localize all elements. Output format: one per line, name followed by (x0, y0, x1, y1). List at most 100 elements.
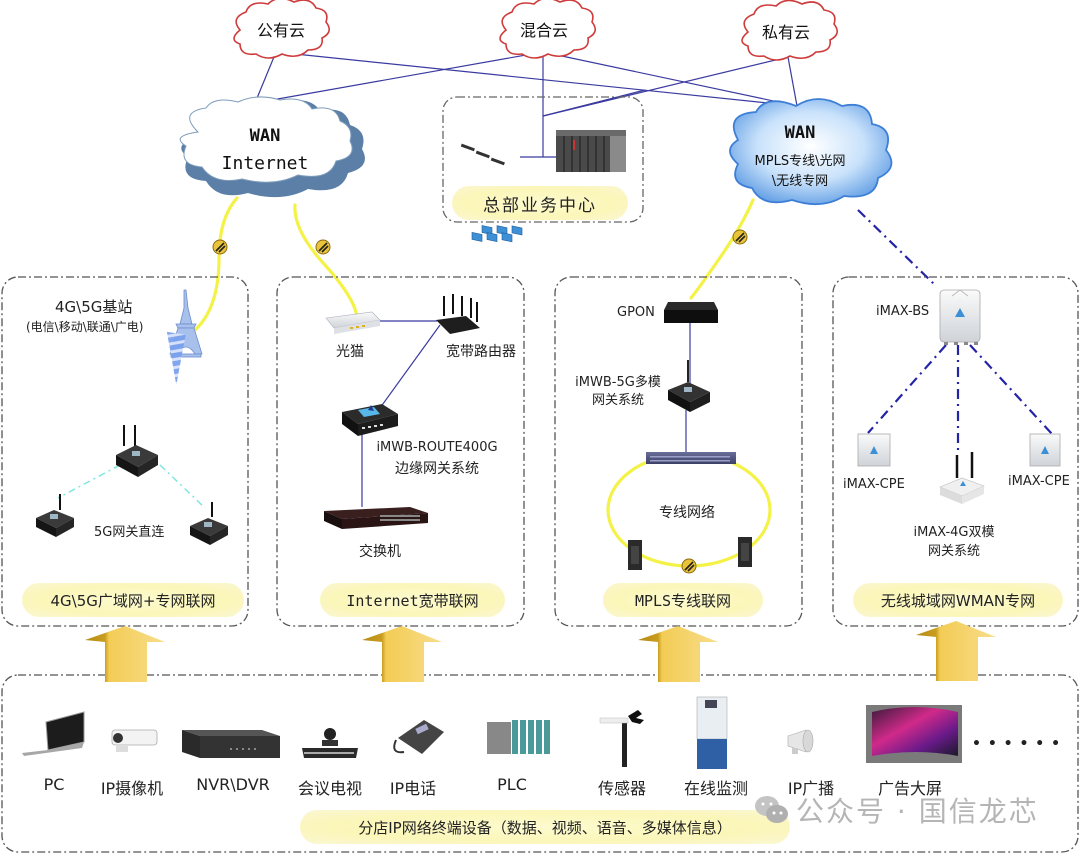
cloud-hybrid (499, 0, 596, 59)
device-label-ip-phone: IP电话 (389, 779, 437, 798)
sensor-icon (599, 710, 644, 767)
mpls-links (685, 318, 691, 452)
fiber-connector-icon (315, 239, 331, 255)
optical-modem-icon (325, 311, 381, 334)
panel-title-broadband: Internet宽带联网 (320, 583, 505, 617)
ip-speaker-icon (787, 729, 814, 754)
wan-internet-line2: Internet (221, 153, 309, 174)
cloud-label-private: 私有云 (761, 23, 811, 42)
cloud-links (254, 51, 798, 158)
broadband-links (361, 320, 441, 507)
edge-gateway-icon (342, 404, 398, 436)
5g-direct-label: 5G网关直连 (94, 525, 165, 540)
up-arrow-icon (362, 626, 442, 682)
device-label-nvr: NVR\DVR (196, 775, 270, 794)
wan-mpls-line3: \无线专网 (771, 174, 829, 189)
hq-title: 总部业务中心 (452, 186, 628, 220)
industrial-switch-left-icon (628, 540, 642, 570)
link-private-wan-mpls (787, 56, 798, 107)
panel-border-devices (1, 674, 1079, 853)
online-monitor-cabinet-icon (696, 696, 728, 769)
multimode-gateway-label-line2: 网关系统 (591, 393, 645, 408)
imax-bs-label: iMAX-BS (876, 304, 930, 319)
wireless-mpls-bs (857, 209, 936, 286)
5g-gateway-main-icon (116, 425, 158, 477)
hq-panel-border (442, 96, 644, 223)
broadband-router-icon (436, 294, 480, 334)
wan-mpls-line2: MPLS专线\光网 (754, 154, 846, 169)
cloud-label-public: 公有云 (256, 21, 306, 40)
device-label-online-monitor: 在线监测 (683, 779, 749, 798)
workstations-icon (460, 143, 523, 243)
panel-border-cellular (1, 276, 249, 627)
device-label-ad-screen: 广告大屏 (877, 779, 943, 798)
carriers-label: (电信\移动\联通\广电) (26, 320, 144, 334)
link-hybrid-wan-internet (254, 51, 544, 104)
switch-label: 交换机 (359, 544, 401, 560)
ip-phone-icon (393, 720, 444, 754)
base-station-label: 4G\5G基站 (55, 298, 133, 316)
fiber-connector-icon (732, 229, 748, 245)
cloud-label-hybrid: 混合云 (519, 21, 569, 40)
link-public-wan-internet (254, 51, 277, 104)
imax-cpe-left-icon (857, 433, 891, 467)
wechat-icon (752, 792, 792, 832)
cloud-private (741, 0, 838, 61)
imax-cpe-right-icon (1029, 433, 1061, 467)
laptop-icon (22, 711, 85, 756)
imax-bs-icon (939, 289, 981, 345)
wireless-bs-cpe-right (969, 344, 1053, 435)
cloud-wan-mpls (729, 98, 893, 206)
imax-gateway-label-line2: 网关系统 (927, 544, 981, 559)
multimode-gateway-label-line1: iMWB-5G多模 (575, 375, 661, 390)
nvr-icon (182, 730, 280, 758)
device-label-ip-camera: IP摄像机 (100, 779, 164, 798)
panel-title-mpls: MPLS专线联网 (603, 583, 763, 617)
imax-cpe-left-label: iMAX-CPE (843, 477, 905, 492)
5g-multimode-gateway-icon (668, 360, 710, 412)
device-label-ip-speaker: IP广播 (787, 779, 835, 798)
ad-screen-icon (866, 705, 962, 763)
fiber-internet-basestation (193, 196, 239, 332)
gpon-icon (664, 302, 718, 323)
5g-gateway-right-icon (190, 502, 228, 545)
device-label-sensor: 传感器 (597, 779, 647, 798)
ring-label: 专线网络 (659, 505, 715, 521)
server-rack-icon (556, 130, 626, 172)
more-devices-ellipsis: • • • • • • (972, 736, 1062, 752)
wireless-links (857, 209, 1053, 455)
modem-label: 光猫 (336, 344, 364, 360)
panel-border-wman (832, 276, 1079, 627)
watermark-text: 公众号 · 国信龙芯 (796, 795, 1039, 828)
core-switch-icon (646, 452, 736, 464)
ip-camera-icon (111, 729, 158, 752)
up-arrow-icon (638, 626, 718, 682)
panel-border-mpls (554, 276, 803, 627)
device-label-pc: PC (43, 775, 65, 794)
cloud-wan-internet (179, 96, 365, 198)
fiber-internet-modem (293, 203, 359, 324)
cloud-public (233, 0, 330, 59)
up-arrow-icon (916, 621, 996, 681)
up-arrow-icon (85, 626, 165, 682)
link-public-wan-mpls (275, 51, 798, 107)
device-label-plc: PLC (497, 775, 527, 794)
network-switch-icon (324, 507, 428, 529)
panel-border-broadband (276, 276, 525, 627)
panel-title-wman: 无线城域网WMAN专网 (853, 583, 1063, 617)
fiber-connector-icon (681, 558, 697, 574)
router-label: 宽带路由器 (446, 344, 516, 360)
wireless-bs-cpe-left (867, 344, 947, 434)
signal-beam-icon (166, 331, 186, 386)
imax-gateway-label-line1: iMAX-4G双模 (913, 525, 995, 540)
imax-4g-gateway-icon (939, 452, 985, 504)
fiber-connector-icon (212, 239, 228, 255)
conference-camera-icon (302, 728, 358, 758)
devices-title: 分店IP网络终端设备（数据、视频、语音、多媒体信息） (300, 810, 790, 844)
plc-icon (487, 720, 550, 754)
edge-gateway-label-line1: iMWB-ROUTE400G (376, 440, 498, 455)
edge-gateway-label-line2: 边缘网关系统 (395, 461, 479, 477)
gpon-label: GPON (617, 305, 655, 320)
